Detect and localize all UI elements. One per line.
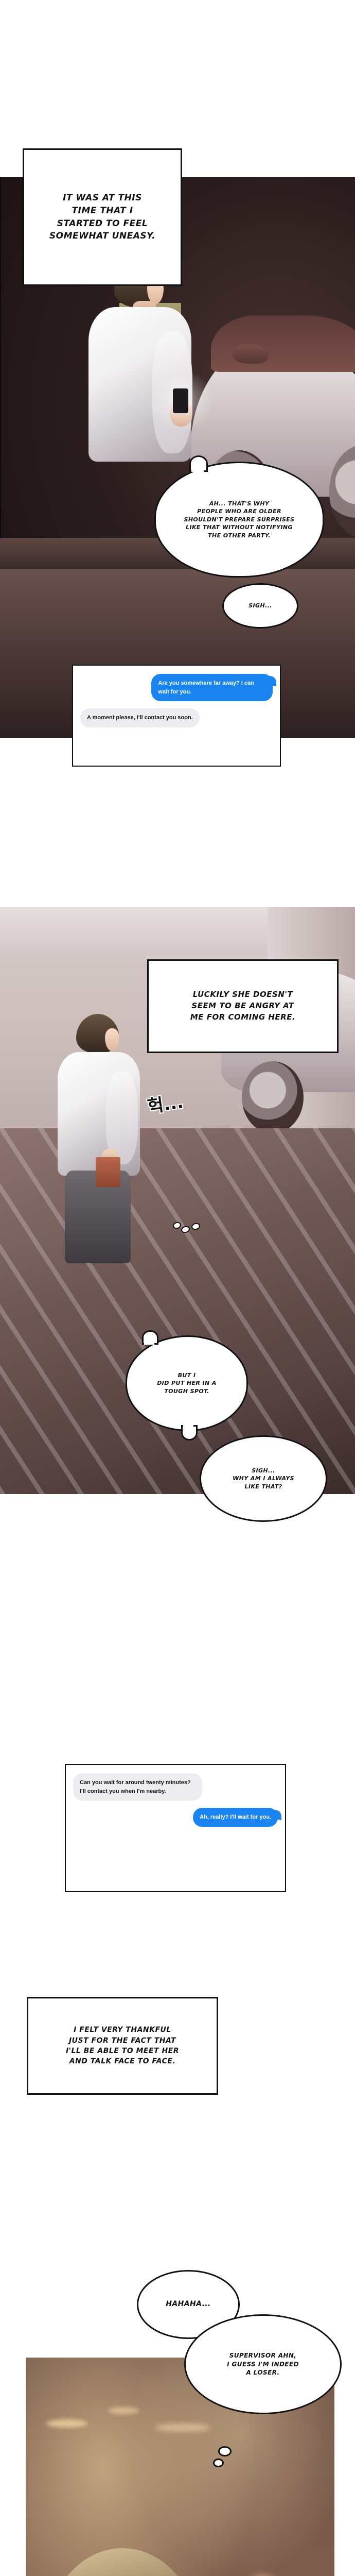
chat-bubble-incoming[interactable]: A moment please, I'll contact you soon. — [80, 708, 200, 727]
shopping-bag — [96, 1157, 120, 1187]
car-window — [211, 315, 355, 372]
balloon-tail-mask — [183, 1422, 193, 1429]
messenger-panel-1[interactable]: Are you somewhere far away? I can wait f… — [72, 665, 281, 767]
man-hair — [45, 2548, 200, 2576]
balloon-always-like-that: SIGH... WHY AM I ALWAYS LIKE THAT? — [200, 1435, 327, 1522]
phone — [173, 388, 188, 413]
balloon-surprises-text: AH... THAT'S WHY PEOPLE WHO ARE OLDER SH… — [184, 500, 295, 539]
balloon-tail-mask — [144, 1337, 154, 1345]
bokeh-light — [154, 2424, 211, 2432]
car-side-mirror — [233, 344, 269, 364]
balloon-sigh-1-text: SIGH... — [248, 602, 272, 609]
caption-not-angry-text: LUCKILY SHE DOESN'T SEEM TO BE ANGRY AT … — [190, 990, 296, 1022]
balloon-sigh-1: SIGH... — [222, 583, 298, 629]
garage-floor — [0, 1128, 355, 1494]
caption-uneasy: IT WAS AT THIS TIME THAT I STARTED TO FE… — [23, 148, 182, 286]
balloon-surprises: AH... THAT'S WHY PEOPLE WHO ARE OLDER SH… — [154, 462, 324, 578]
balloon-supervisor-ahn: SUPERVISOR AHN, I GUESS I'M INDEED A LOS… — [184, 2314, 342, 2414]
message-row: Are you somewhere far away? I can wait f… — [80, 674, 276, 708]
balloon-tough-spot: BUT I DID PUT HER IN A TOUGH SPOT. — [126, 1335, 248, 1431]
emote-sweat: 헉... — [146, 1092, 185, 1117]
bokeh-light — [247, 2574, 278, 2576]
messenger-panel-2[interactable]: Can you wait for around twenty minutes? … — [65, 1764, 286, 1892]
balloon-hahaha-text: HAHAHA... — [166, 2300, 211, 2309]
message-row: A moment please, I'll contact you soon. — [80, 708, 273, 735]
thought-dot — [213, 2459, 224, 2467]
chat-bubble-outgoing[interactable]: Ah, really? I'll wait for you. — [193, 1808, 281, 1827]
bokeh-light — [46, 2419, 87, 2428]
caption-thankful-text: I FELT VERY THANKFUL JUST FOR THE FACT T… — [65, 2026, 180, 2066]
chat-bubble-incoming[interactable]: Can you wait for around twenty minutes? … — [73, 1773, 202, 1801]
balloon-tail-mask — [191, 464, 204, 472]
message-row: Ah, really? I'll wait for you. — [73, 1808, 281, 1834]
thought-dot — [218, 2446, 232, 2456]
chat-bubble-outgoing[interactable]: Are you somewhere far away? I can wait f… — [151, 674, 276, 701]
caption-not-angry: LUCKILY SHE DOESN'T SEEM TO BE ANGRY AT … — [147, 959, 339, 1053]
balloon-supervisor-ahn-text: SUPERVISOR AHN, I GUESS I'M INDEED A LOS… — [227, 2351, 299, 2377]
balloon-always-text: SIGH... WHY AM I ALWAYS LIKE THAT? — [233, 1467, 294, 1490]
balloon-tough-spot-text: BUT I DID PUT HER IN A TOUGH SPOT. — [157, 1371, 217, 1395]
car-wheel — [242, 1061, 304, 1133]
bokeh-light — [108, 2407, 139, 2414]
man-face — [105, 1028, 119, 1051]
caption-thankful: I FELT VERY THANKFUL JUST FOR THE FACT T… — [27, 1997, 218, 2095]
caption-uneasy-text: IT WAS AT THIS TIME THAT I STARTED TO FE… — [49, 193, 156, 242]
message-row: Can you wait for around twenty minutes? … — [73, 1773, 278, 1808]
